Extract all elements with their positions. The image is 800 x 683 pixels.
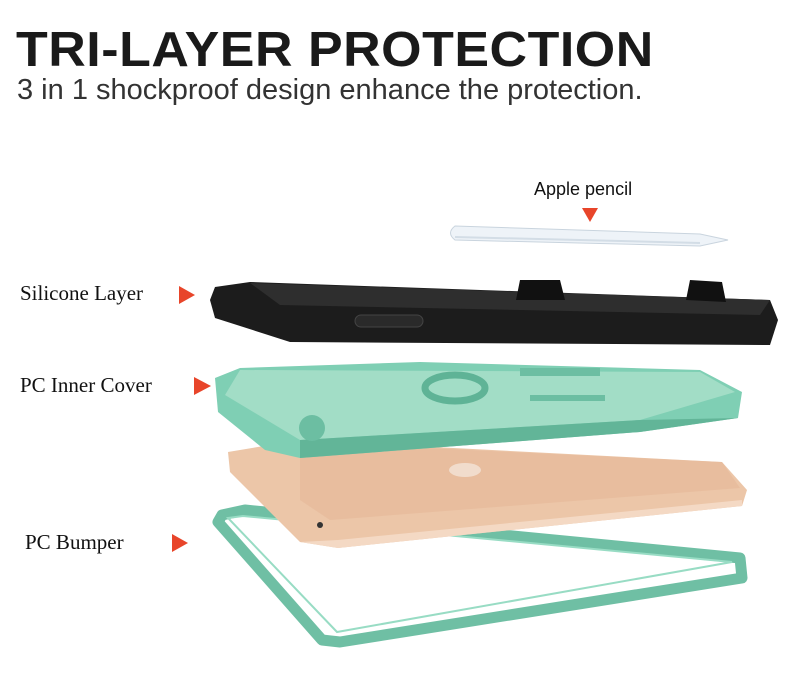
label-pc-bumper: PC Bumper xyxy=(25,530,124,554)
arrow-down-icon xyxy=(582,208,598,222)
apple-pencil-image xyxy=(450,225,729,247)
arrow-right-icon xyxy=(172,534,188,552)
label-silicone-layer: Silicone Layer xyxy=(20,281,144,305)
arrow-right-icon xyxy=(194,377,211,395)
headline: TRI-LAYER PROTECTION xyxy=(16,23,654,77)
label-apple-pencil: Apple pencil xyxy=(534,179,633,199)
label-pc-inner-cover: PC Inner Cover xyxy=(20,373,152,397)
subheadline: 3 in 1 shockproof design enhance the pro… xyxy=(17,74,643,106)
ipad-image xyxy=(228,440,747,548)
silicone-layer-image xyxy=(210,280,778,345)
arrow-right-icon xyxy=(179,286,195,304)
pc-inner-cover-image xyxy=(215,362,742,458)
